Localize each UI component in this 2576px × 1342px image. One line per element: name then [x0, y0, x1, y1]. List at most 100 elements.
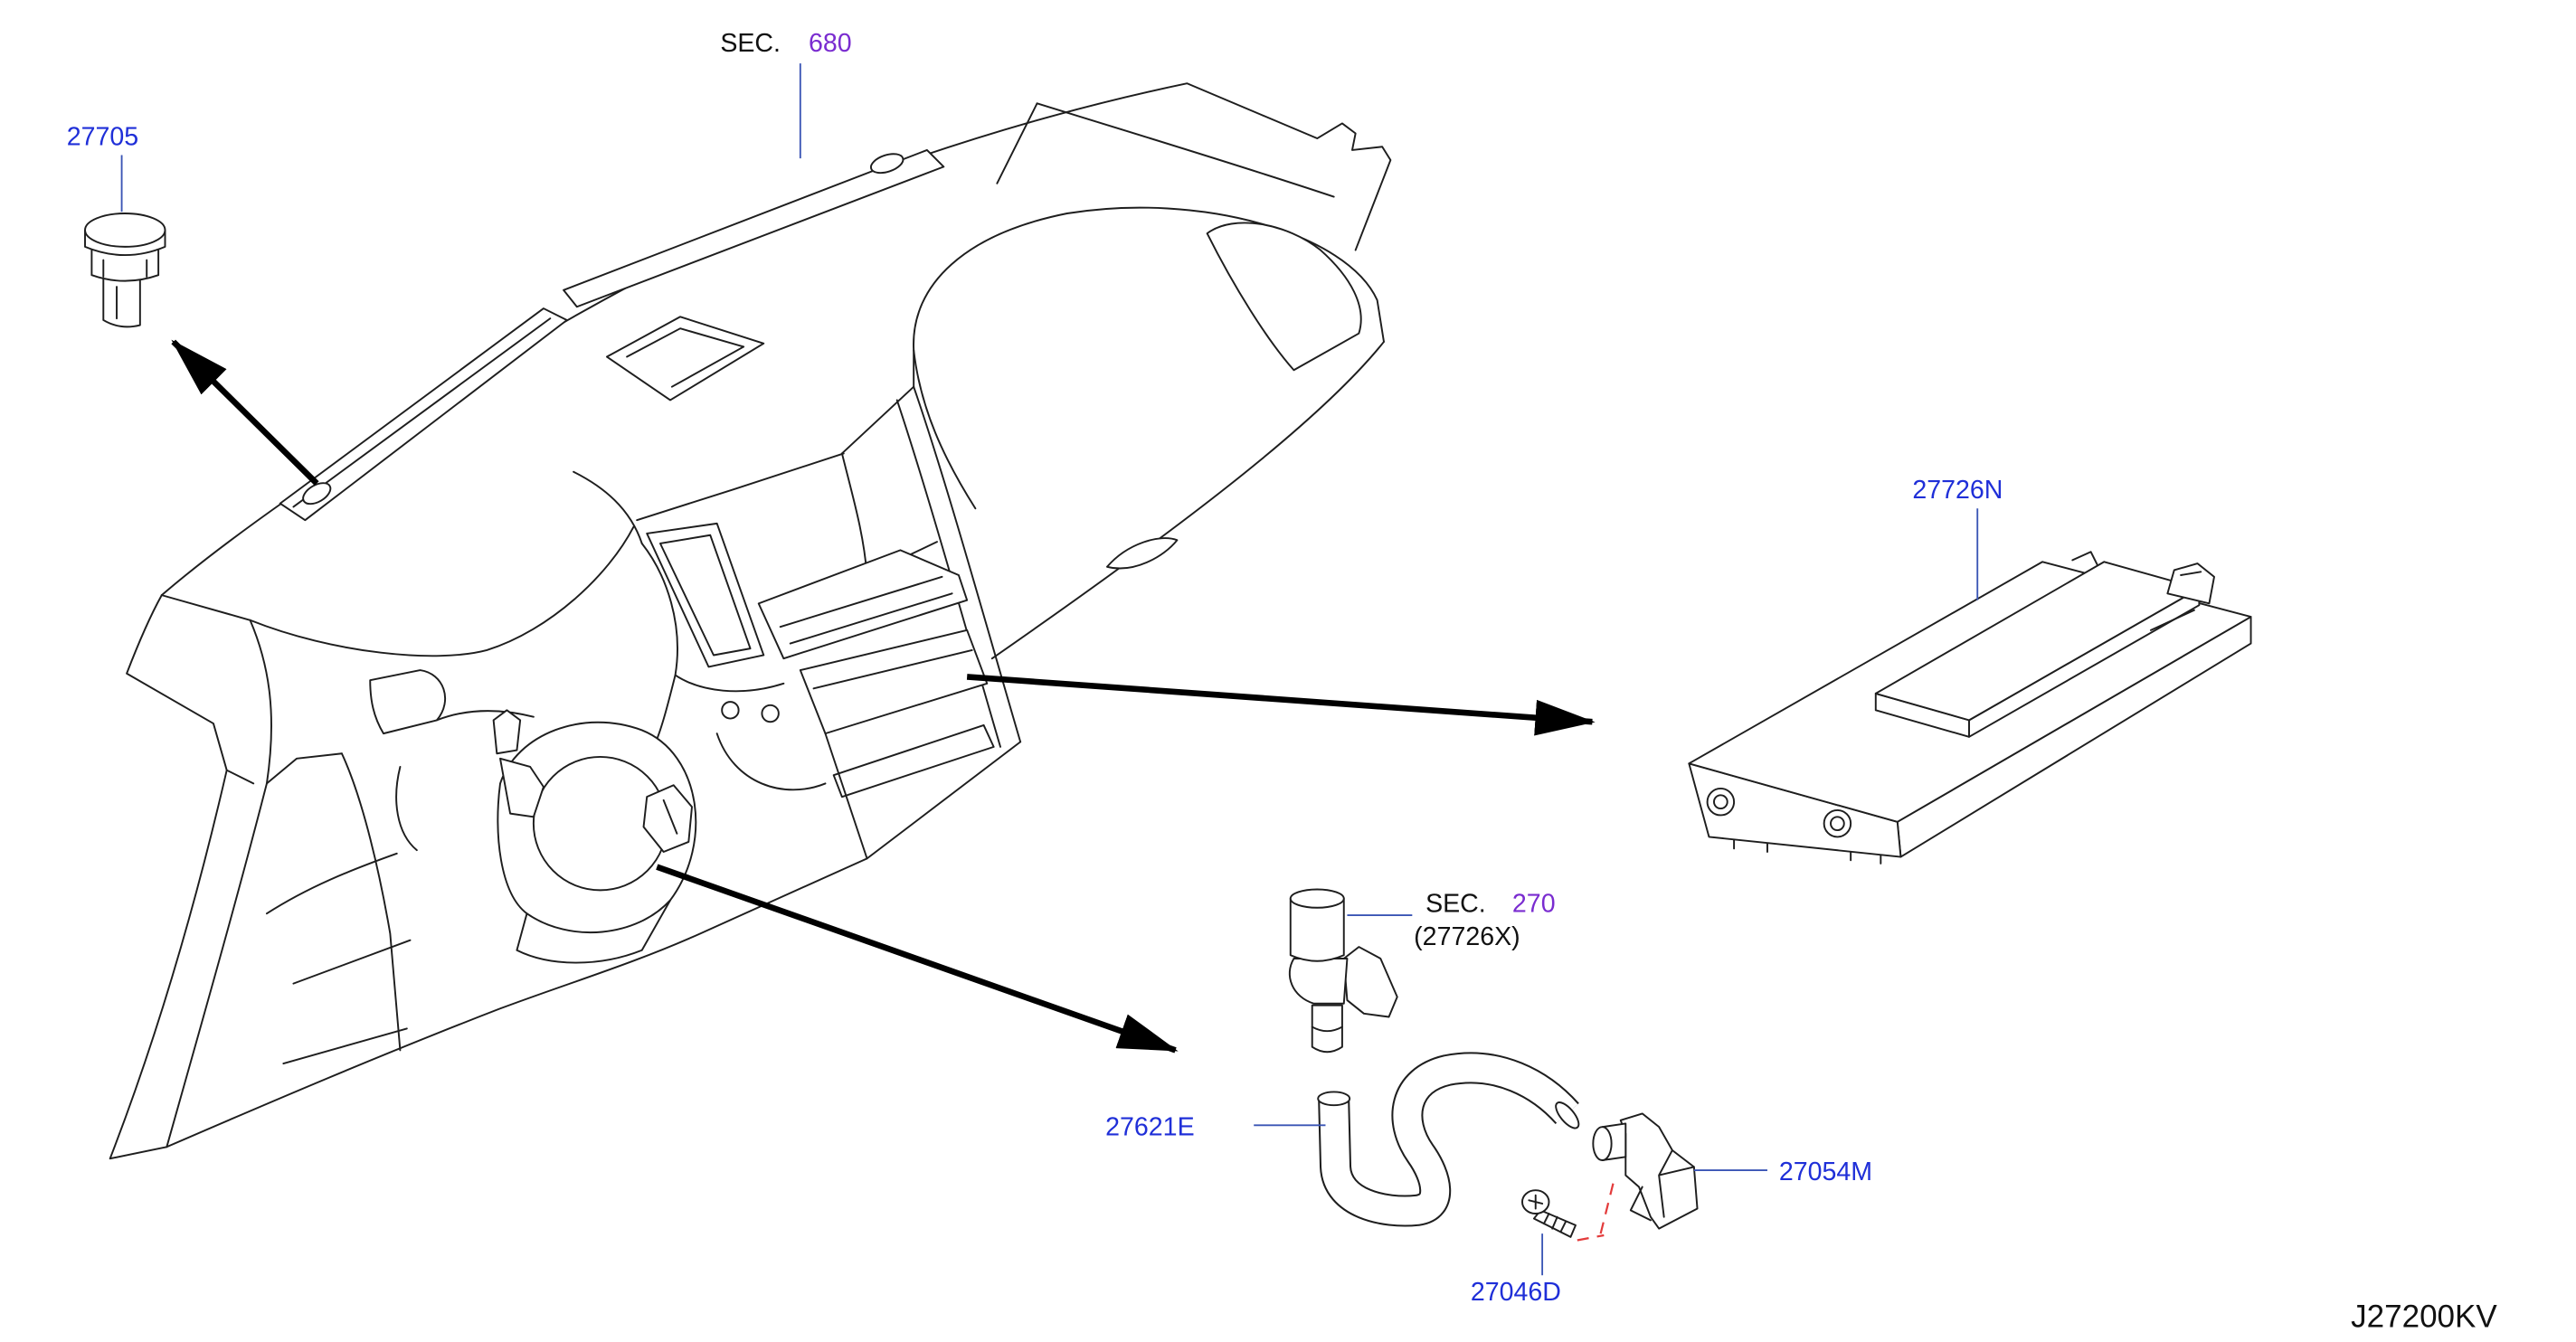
- display-left-edge: [840, 452, 868, 576]
- knee-panel-line-1: [265, 852, 398, 915]
- module-connector-1-inner: [1713, 794, 1728, 810]
- callout-27046D[interactable]: 27046D: [1471, 1278, 1561, 1307]
- hose-body: [1320, 1054, 1578, 1225]
- part-27705-sensor: [84, 213, 166, 328]
- screw-threads: [1542, 1213, 1567, 1233]
- stack-left-vent-inner: [659, 534, 752, 657]
- module-clip-detail: [2149, 571, 2202, 631]
- left-end-block: [126, 594, 255, 785]
- module-feet: [1733, 839, 1882, 865]
- sec-270-part-ref: (27726X): [1414, 922, 1520, 951]
- top-vent-inner: [626, 327, 745, 388]
- module-connector-1: [1706, 787, 1736, 817]
- sensor-lower-body: [102, 277, 141, 328]
- column-edge: [395, 766, 418, 852]
- column-connector: [642, 784, 693, 853]
- aspirator-body: [1619, 1112, 1699, 1230]
- cluster-right-side: [640, 543, 678, 748]
- sec-270-prefix: SEC.: [1425, 889, 1486, 918]
- left-defroster-grille: [279, 307, 568, 522]
- control-slot: [832, 723, 995, 799]
- dash-rear-lip: [1036, 102, 1335, 198]
- part-27054M-sensor: [1592, 1112, 1699, 1230]
- dash-rear-lip-join: [996, 102, 1038, 184]
- cluster-hood-top: [573, 470, 643, 544]
- stack-left-vent: [646, 522, 765, 668]
- sec-680-number[interactable]: 680: [809, 29, 852, 58]
- part-27726X-valve: [1288, 888, 1398, 1054]
- left-side-vent: [369, 669, 446, 735]
- center-defroster-hole: [869, 153, 904, 175]
- center-defroster-grille: [563, 148, 945, 308]
- sec-270-number[interactable]: 270: [1512, 889, 1556, 918]
- knob-right: [761, 704, 780, 723]
- knee-panel-side: [340, 752, 402, 1052]
- screw-head-cross: [1528, 1194, 1544, 1210]
- valve-cylinder-top: [1289, 888, 1345, 909]
- module-connector-2-inner: [1830, 816, 1845, 832]
- hose-end-left: [1317, 1091, 1351, 1107]
- sunload-sensor-hole: [302, 482, 332, 506]
- hose-end-right: [1555, 1101, 1580, 1129]
- left-lower-panel: [109, 769, 268, 1160]
- alignment-dash-2: [1599, 1179, 1615, 1234]
- passenger-vent-oval: [1206, 222, 1362, 372]
- steering-column: [516, 899, 672, 964]
- center-vent-inner: [812, 648, 973, 690]
- valve-bracket: [1342, 946, 1398, 1018]
- sec-680-prefix: SEC.: [720, 29, 781, 58]
- aspirator-detail: [1629, 1148, 1695, 1222]
- wiring-piece-2: [499, 757, 545, 818]
- part-27046D-screw: [1521, 1189, 1577, 1238]
- center-lower-face: [674, 674, 785, 693]
- callout-27054M[interactable]: 27054M: [1779, 1158, 1872, 1186]
- alignment-dash-1: [1577, 1233, 1605, 1242]
- valve-spigot-ring: [1311, 1025, 1343, 1033]
- module-connector-2: [1823, 808, 1852, 838]
- aspirator-nozzle-end: [1592, 1126, 1613, 1161]
- callout-27621E[interactable]: 27621E: [1105, 1112, 1194, 1141]
- sensor-mid-detail: [102, 259, 148, 279]
- valve-cylinder: [1289, 897, 1345, 962]
- dash-top-rear-edge: [160, 82, 1392, 597]
- passenger-front-edge: [990, 340, 1385, 660]
- module-clip: [2166, 562, 2215, 605]
- diagram-code: J27200KV: [2351, 1299, 2497, 1334]
- cluster-hood: [160, 525, 635, 657]
- knee-panel-line-3: [282, 1027, 408, 1065]
- radio-unit: [757, 549, 969, 660]
- sensor-mid-body: [90, 246, 160, 282]
- stack-right-outer: [913, 385, 1022, 743]
- cluster-to-stack: [636, 452, 845, 522]
- sensor-dome-top: [84, 213, 166, 248]
- passenger-stack-join: [913, 349, 977, 510]
- center-cup-curve: [715, 732, 827, 791]
- glove-box-slot: [1106, 537, 1179, 570]
- knob-left: [721, 701, 740, 720]
- radio-slot-1: [779, 575, 943, 628]
- valve-spigot: [1311, 1004, 1343, 1054]
- left-end-curve: [249, 619, 272, 785]
- lower-front-edge: [166, 857, 868, 1148]
- column-connector-inner: [662, 799, 678, 835]
- top-vent: [606, 316, 765, 402]
- dashboard-illustration: [109, 82, 1392, 1160]
- passenger-top-outline: [913, 206, 1385, 388]
- part-27726N-module: [1688, 551, 2252, 865]
- valve-body: [1288, 958, 1349, 1005]
- callout-27705[interactable]: 27705: [67, 122, 138, 151]
- callout-27726N[interactable]: 27726N: [1912, 476, 2003, 505]
- part-27621E-hose: [1317, 1052, 1580, 1227]
- pointer-arrow-to-27726N: [966, 674, 1596, 736]
- pointer-arrow-to-27705: [171, 339, 319, 486]
- stack-bottom: [824, 732, 1022, 860]
- radio-slot-2: [789, 592, 953, 645]
- cluster-lower-line: [435, 710, 535, 722]
- wiring-piece-1: [492, 709, 522, 755]
- center-vent: [799, 628, 989, 735]
- left-vent-top: [265, 752, 343, 785]
- module-notch: [2071, 551, 2098, 566]
- pointer-arrow-to-hose-group: [656, 864, 1179, 1054]
- stack-right-inner: [895, 399, 1001, 748]
